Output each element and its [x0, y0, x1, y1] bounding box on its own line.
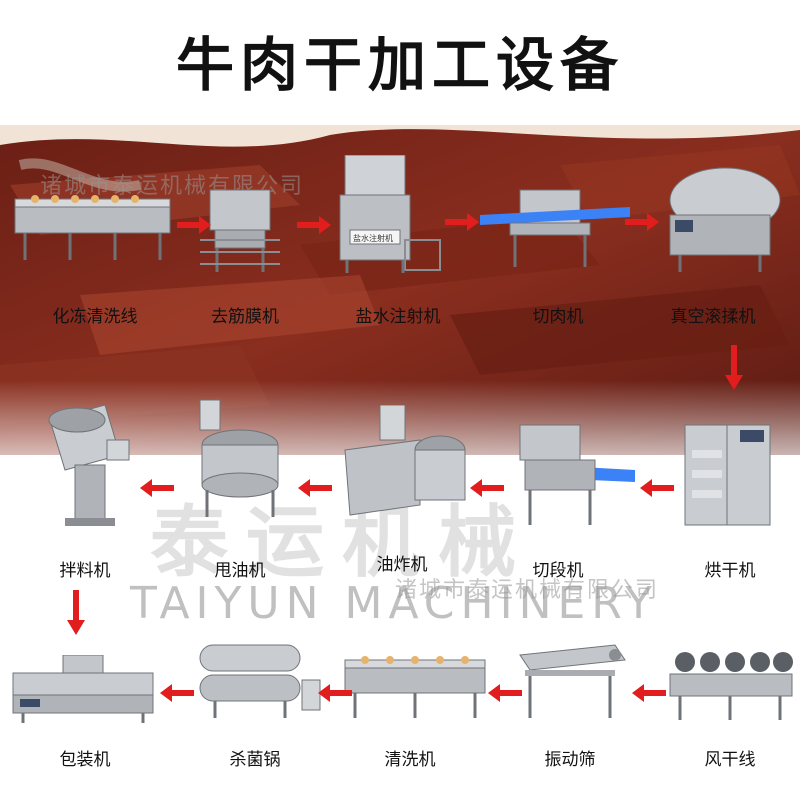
company-watermark-mid: 诸城市泰运机械有限公司: [395, 578, 660, 603]
station-label-vacuum-tumbler: 真空滚揉机: [670, 307, 756, 327]
station-label-washer: 清洗机: [384, 750, 436, 770]
arrow-10-11: [67, 590, 85, 635]
station-label-vibrating-screen: 振动筛: [544, 750, 596, 770]
station-label-fryer: 油炸机: [376, 555, 428, 575]
arrow-3-4: [445, 213, 479, 231]
station-label-brine-injector: 盐水注射机: [355, 307, 441, 327]
thaw-washing-line-machine: [14, 195, 171, 260]
station-label-dryer-oven: 烘干机: [704, 561, 756, 581]
arrow-6-7: [640, 479, 674, 497]
air-drying-line-machine: [669, 652, 793, 720]
station-label-sterilizer: 杀菌锅: [229, 750, 281, 770]
vibrating-screen-machine: [519, 644, 626, 718]
station-label-seasoning-mixer: 拌料机: [59, 561, 111, 581]
meat-slicer-machine: [480, 189, 630, 267]
station-label-thaw-washing: 化冻清洗线: [52, 307, 138, 327]
brine-injector-panel-text: 盐水注射机: [353, 234, 393, 243]
station-label-de-oiler: 甩油机: [214, 561, 266, 581]
page-title: 牛肉干加工设备: [175, 31, 624, 99]
washer-machine: [344, 656, 486, 718]
logo-watermark-cn: 泰运机械: [150, 498, 535, 588]
membrane-remover-machine: [200, 189, 280, 272]
logo-watermark-en: TAIYUN MACHINERY: [130, 578, 658, 629]
fryer-machine: [344, 405, 466, 516]
arrow-5-6: [725, 345, 743, 390]
seasoning-mixer-machine: [48, 404, 130, 526]
arrow-13-14: [488, 684, 522, 702]
arrow-2-3: [297, 216, 331, 234]
arrow-14-15: [632, 684, 666, 702]
arrow-1-2: [177, 216, 211, 234]
station-label-membrane-remover: 去筋膜机: [211, 307, 279, 327]
arrow-11-12: [160, 684, 194, 702]
station-label-section-cutter: 切段机: [532, 561, 584, 581]
de-oiler-machine: [199, 399, 279, 517]
brine-injector-machine: [339, 155, 441, 273]
station-label-packaging: 包装机: [59, 750, 111, 770]
packaging-machine: [12, 655, 154, 723]
dryer-oven-machine: [684, 424, 771, 526]
arrow-8-9: [298, 479, 332, 497]
arrow-9-10: [140, 479, 174, 497]
section-cutter-machine: [519, 424, 635, 525]
station-label-air-drying: 风干线: [704, 750, 756, 770]
arrow-7-8: [470, 479, 504, 497]
station-label-meat-slicer: 切肉机: [532, 307, 584, 327]
arrow-4-5: [625, 213, 659, 231]
sterilizer-retort-machine: [199, 644, 321, 718]
arrow-12-13: [318, 684, 352, 702]
vacuum-tumbler-machine: [669, 167, 781, 272]
